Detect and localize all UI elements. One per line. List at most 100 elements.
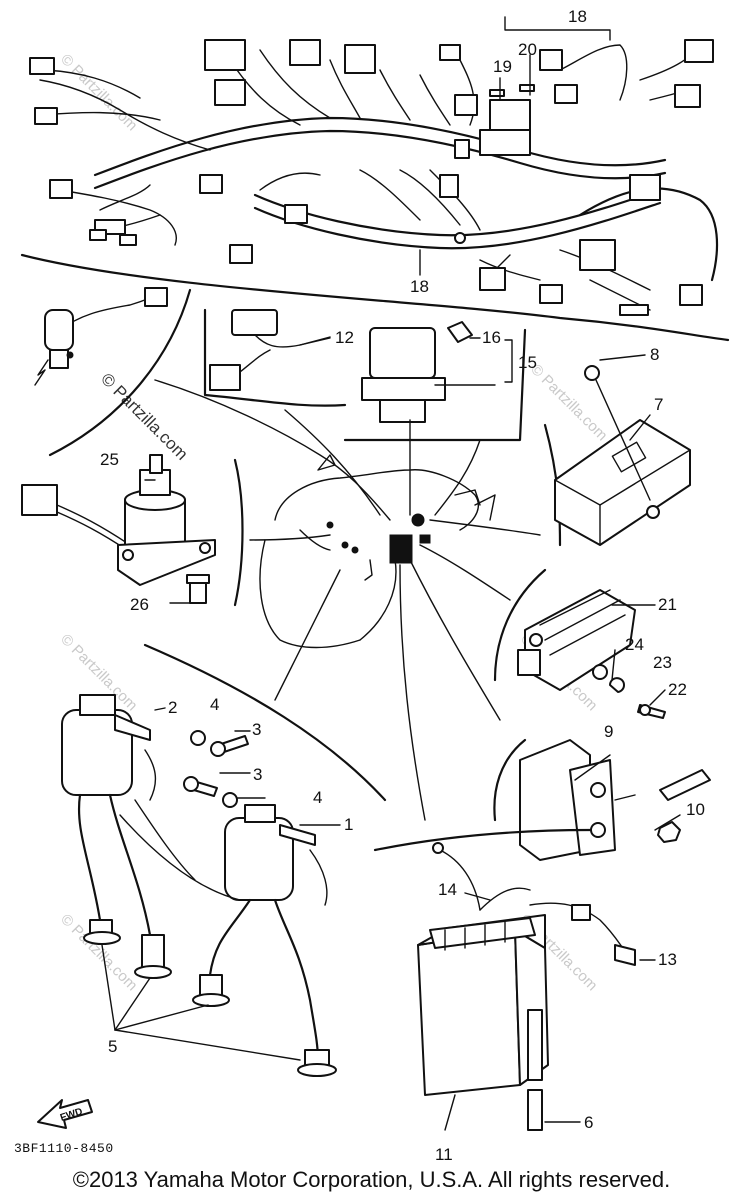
relay-icon: [369, 327, 436, 379]
bolt-icon: [122, 549, 134, 561]
callout-21: 21: [658, 595, 677, 614]
clamp-icon: [326, 521, 334, 529]
fuse-mount-icon: [411, 513, 425, 527]
connector-icon: [554, 84, 578, 104]
key-icon: [149, 454, 163, 474]
connector-icon: [214, 79, 246, 106]
connector-icon: [231, 309, 278, 336]
lock-washer-icon: [609, 677, 625, 693]
callout-12: 13: [658, 950, 677, 969]
washer-icon: [592, 664, 608, 680]
callout-10: 12: [335, 328, 354, 347]
plug-cap-icon: [141, 934, 165, 971]
callout-3-lower: 3: [253, 765, 262, 784]
connector-icon: [199, 174, 223, 194]
fuse-icon: [489, 89, 505, 97]
cdi-box-icon: [554, 419, 691, 546]
leader-lines: [154, 379, 541, 821]
callout-1: 1: [344, 815, 353, 834]
callout-7: 8: [650, 345, 659, 364]
connector-icon: [439, 174, 459, 198]
connector-icon: [439, 44, 461, 61]
connector-icon: [204, 39, 246, 71]
bolt-icon: [199, 542, 211, 554]
callout-9: 10: [686, 800, 705, 819]
connector-icon: [674, 84, 701, 108]
breather-tube-icon: [527, 1009, 543, 1081]
connector-icon: [539, 49, 563, 71]
callout-18-bottom: 18: [410, 277, 429, 296]
part-code: 3BF1110-8450: [14, 1141, 114, 1156]
connector-icon: [144, 287, 168, 307]
screw-icon: [584, 365, 600, 381]
connector-icon: [34, 107, 58, 125]
relay-block-icon: [489, 99, 531, 131]
connector-icon: [479, 267, 506, 291]
bolt-head-icon: [186, 574, 210, 584]
terminal-icon: [614, 944, 636, 966]
relay-mount-icon: [389, 534, 413, 564]
connector-icon: [571, 904, 591, 921]
callout-6: 7: [654, 395, 663, 414]
callout-19: 19: [493, 57, 512, 76]
wire-harness: [20, 39, 730, 342]
callout-numbers: 18 20 19 18 12 16 15 8 7 25 26 21 24 23 …: [100, 7, 705, 1164]
fuse-icon: [447, 321, 473, 343]
callout-4-lower: 4: [313, 788, 322, 807]
cdi-unit-6: [543, 365, 691, 547]
ignition-coils: [61, 643, 387, 1077]
callout-18-top: 18: [568, 7, 587, 26]
connector-icon: [579, 239, 616, 271]
connector-icon: [21, 484, 58, 516]
bolt-icon: [646, 505, 660, 519]
terminal-icon: [66, 351, 74, 359]
callout-14: 6: [584, 1113, 593, 1132]
washer-icon: [190, 730, 206, 746]
connector-icon: [49, 179, 73, 199]
bolt-icon: [189, 582, 207, 604]
connector-icon: [539, 284, 563, 304]
terminal-icon: [590, 822, 606, 838]
connector-icon: [229, 244, 253, 264]
connector-icon: [29, 57, 55, 75]
copyright-notice: ©2013 Yamaha Motor Corporation, U.S.A. A…: [72, 1167, 671, 1192]
connector-icon: [284, 204, 308, 224]
callout-2: 2: [168, 698, 177, 717]
connector-icon: [629, 174, 661, 201]
connector-icon: [289, 39, 321, 66]
clamp-icon: [351, 546, 359, 554]
terminal-icon: [590, 782, 606, 798]
plug-icon: [119, 234, 137, 246]
clamp-icon: [341, 541, 349, 549]
callout-5: 5: [108, 1037, 117, 1056]
starter-relay-8: [493, 738, 711, 861]
main-switch-25: [21, 454, 244, 607]
fuse-holder-icon: [659, 769, 711, 801]
connector-icon: [454, 94, 478, 116]
battery-icon: [417, 929, 521, 1096]
switch-body-icon: [44, 309, 74, 351]
callout-25: 25: [100, 450, 119, 469]
callout-15: 15: [518, 353, 537, 372]
relay-socket-icon: [379, 399, 426, 423]
connector-icon: [209, 364, 241, 391]
callout-4-upper: 4: [210, 695, 219, 714]
nut-icon: [657, 821, 681, 843]
terminal-icon: [454, 232, 466, 244]
connector-icon: [454, 139, 470, 159]
washer-icon: [222, 792, 238, 808]
plug-icon: [89, 229, 107, 241]
connector-icon: [684, 39, 714, 63]
fuse-icon: [519, 84, 535, 92]
connector-icon: [517, 649, 541, 676]
breather-tube-icon: [527, 1089, 543, 1131]
callout-3-upper: 3: [252, 720, 261, 739]
callout-leaders: [144, 16, 681, 1131]
fwd-arrow: FWD: [37, 1099, 93, 1129]
connector-icon: [679, 284, 703, 306]
callout-11: 11: [435, 1145, 453, 1164]
callout-13: 14: [438, 880, 457, 899]
relay-15: [343, 321, 527, 442]
terminal-icon: [419, 534, 431, 544]
